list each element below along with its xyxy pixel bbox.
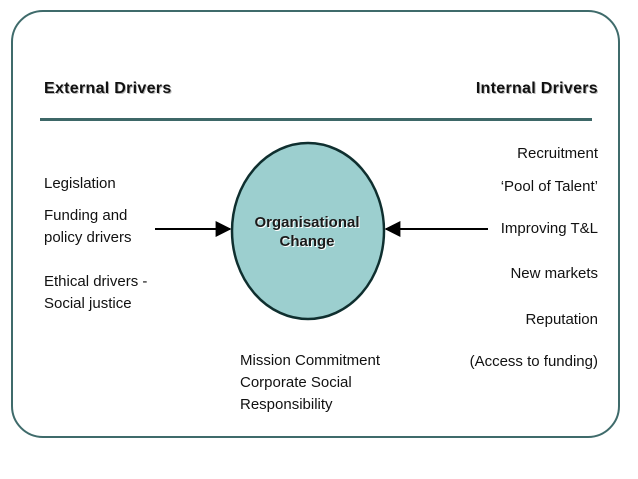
mission-line-2: Corporate Social bbox=[240, 374, 352, 391]
mission-line-1: Mission Commitment bbox=[240, 352, 381, 369]
organisational-change-label: Organisational Change bbox=[254, 214, 360, 250]
driver-legislation: Legislation bbox=[44, 175, 116, 192]
slide-frame bbox=[11, 10, 620, 438]
driver-reputation: Reputation bbox=[525, 311, 598, 328]
driver-pool-of-talent: ‘Pool of Talent’ bbox=[500, 178, 598, 195]
internal-drivers-heading: Internal Drivers bbox=[475, 80, 598, 97]
external-drivers-heading: External Drivers bbox=[44, 80, 172, 97]
mission-line-3: Responsibility bbox=[240, 396, 333, 413]
organisational-change-ellipse bbox=[230, 141, 386, 321]
driver-recruitment: Recruitment bbox=[517, 145, 598, 162]
driver-funding-policy: Funding and policy drivers bbox=[44, 207, 132, 246]
driver-access-to-funding: (Access to funding) bbox=[469, 353, 598, 370]
mission-block: Mission Commitment Corporate Social Resp… bbox=[240, 350, 380, 416]
header-divider bbox=[40, 118, 592, 121]
driver-ethical: Ethical drivers - Social justice bbox=[44, 273, 148, 312]
driver-improving-tl: Improving T&L bbox=[500, 220, 598, 237]
driver-new-markets: New markets bbox=[510, 265, 598, 282]
